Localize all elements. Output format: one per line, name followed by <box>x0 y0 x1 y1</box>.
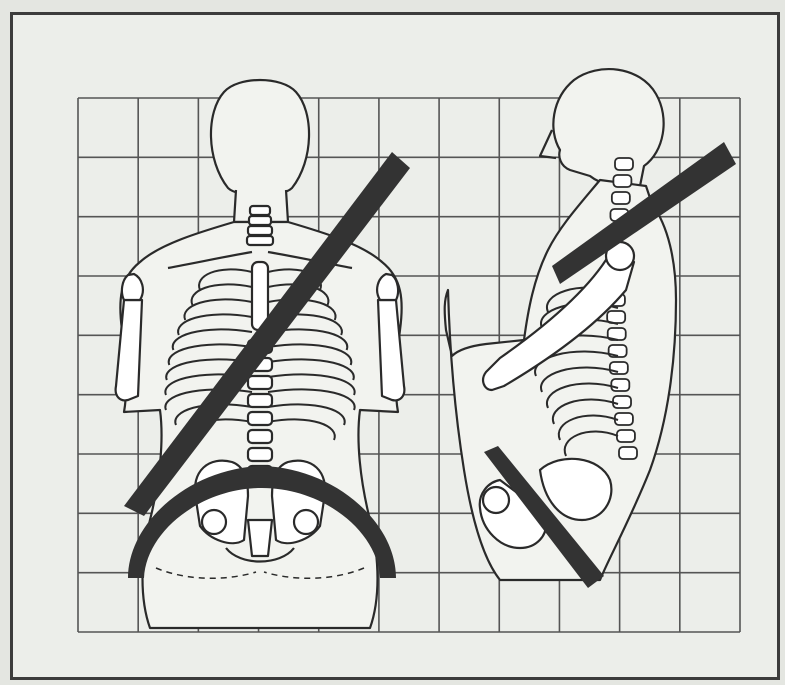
front-vertebra <box>248 394 272 407</box>
side-vertebra <box>613 175 631 187</box>
front-cervical-spine <box>247 206 273 245</box>
side-head <box>540 69 664 187</box>
front-vertebra <box>248 376 272 389</box>
front-vertebra <box>248 448 272 461</box>
front-vertebra <box>248 430 272 443</box>
side-vertebra <box>612 192 630 204</box>
side-torso-outline <box>445 180 676 580</box>
side-vertebra <box>615 158 633 170</box>
side-vertebra <box>617 430 635 442</box>
front-left-arm <box>116 274 143 400</box>
side-vertebra <box>611 379 629 391</box>
side-view-figure <box>445 69 676 580</box>
front-vertebra <box>248 412 272 425</box>
front-head <box>211 80 309 196</box>
side-vertebra <box>613 396 631 408</box>
side-vertebra <box>610 362 628 374</box>
side-vertebra <box>619 447 637 459</box>
